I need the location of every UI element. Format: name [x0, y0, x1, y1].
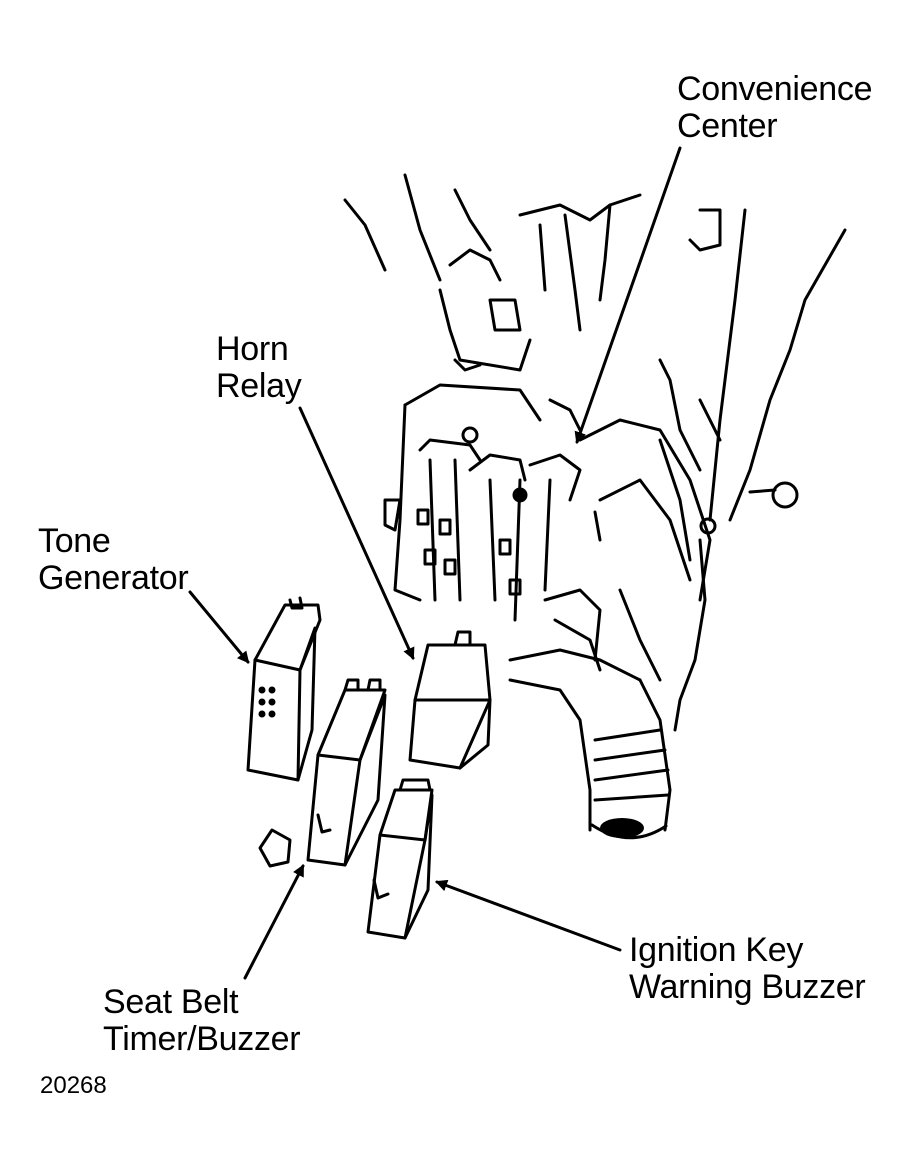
harness — [508, 648, 672, 840]
ignition-key-buzzer-module — [366, 778, 434, 940]
convenience-center-label-line2: Center — [677, 107, 778, 145]
horn-relay-label-line2: Relay — [216, 367, 302, 405]
horn-relay-label: Horn Relay — [216, 330, 302, 405]
tone-generator-label: Tone Generator — [38, 522, 189, 597]
convenience-center-block — [383, 383, 582, 622]
screw — [748, 481, 799, 509]
horn-relay-module — [408, 630, 492, 770]
dash-structure — [343, 173, 847, 522]
tone-generator-module — [246, 596, 322, 782]
tone-generator-label-line1: Tone — [38, 522, 111, 560]
ignition-key-label: Ignition Key Warning Buzzer — [629, 931, 866, 1006]
seat-belt-label-line1: Seat Belt — [103, 983, 239, 1021]
seat-belt-label-line2: Timer/Buzzer — [103, 1020, 301, 1058]
tone-generator-label-line2: Generator — [38, 559, 189, 597]
callout-arrows — [188, 146, 682, 980]
ignition-key-label-line2: Warning Buzzer — [629, 968, 866, 1006]
figure-number: 20268 — [40, 1072, 107, 1099]
seat-belt-buzzer-module — [258, 678, 387, 868]
convenience-center-label: Convenience Center — [677, 71, 872, 145]
ignition-key-label-line1: Ignition Key — [629, 931, 804, 969]
horn-relay-label-line1: Horn — [216, 330, 289, 368]
convenience-center-label-line1: Convenience — [677, 70, 873, 108]
steering-column — [543, 358, 722, 732]
seat-belt-label: Seat Belt Timer/Buzzer — [103, 983, 301, 1058]
